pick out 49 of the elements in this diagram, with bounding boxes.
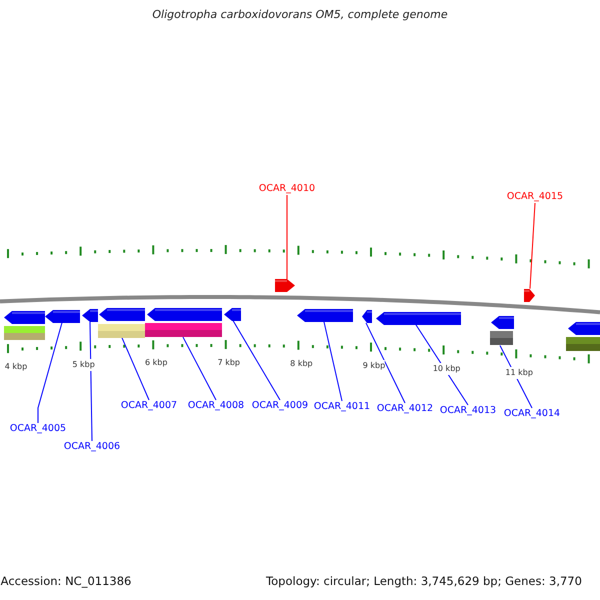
gene-label: OCAR_4006: [64, 441, 120, 453]
leader-line: [232, 320, 280, 400]
gene-bar: [490, 331, 513, 346]
gene-label: OCAR_4007: [120, 400, 178, 412]
footer-note: Topology: circular; Length: 3,745,629 bp; Genes: 3,770: [266, 575, 582, 587]
scale-label: 8 kbp: [290, 358, 313, 370]
gene-bar: [98, 324, 145, 338]
gene-feature: [568, 322, 600, 335]
scale-label: 7 kbp: [218, 357, 240, 370]
leader-line: [122, 337, 150, 400]
gene-feature: [82, 308, 98, 322]
scale-label: 4 kbp: [4, 360, 28, 373]
scale-label: 9 kbp: [362, 360, 386, 372]
gene-feature: [224, 308, 241, 321]
gene-feature: [376, 312, 461, 325]
gene-feature: [147, 308, 222, 321]
gene-feature: [45, 310, 80, 323]
gene-feature: [524, 288, 535, 302]
scale-label: 6 kbp: [144, 357, 168, 370]
scale-label: 5 kbp: [72, 358, 95, 371]
gene-feature: [297, 308, 353, 322]
scale-label: 11 kbp: [505, 366, 533, 379]
leader-line: [500, 344, 532, 408]
gene-label: OCAR_4009: [252, 400, 308, 412]
gene-label: OCAR_4015: [506, 191, 564, 203]
gene-feature: [275, 279, 295, 292]
gene-feature: [491, 316, 514, 330]
gene-label: OCAR_4008: [188, 400, 244, 412]
footer-note: Accession: NC_011386: [0, 575, 132, 587]
gene-bar: [145, 323, 222, 338]
leader-line: [530, 202, 536, 290]
leader-line: [366, 322, 406, 404]
gene-label: OCAR_4010: [258, 183, 316, 195]
gene-label: OCAR_4012: [376, 403, 434, 415]
scale-label: 10 kbp: [432, 362, 460, 375]
gene-label: OCAR_4013: [440, 405, 496, 417]
gene-feature: [4, 310, 45, 324]
gene-label: OCAR_4011: [314, 401, 370, 413]
gene-label: OCAR_4014: [504, 408, 560, 420]
gene-bar: [566, 337, 600, 352]
leader-line: [416, 324, 468, 406]
gene-feature: [362, 310, 372, 323]
gene-bar: [4, 326, 45, 340]
title: Oligotropha carboxidovorans OM5, complete genome: [152, 9, 448, 21]
gene-label: OCAR_4005: [10, 423, 66, 435]
leader-line: [286, 194, 288, 280]
leader-line: [324, 321, 342, 402]
leader-line: [38, 322, 62, 424]
leader-line: [90, 321, 92, 442]
